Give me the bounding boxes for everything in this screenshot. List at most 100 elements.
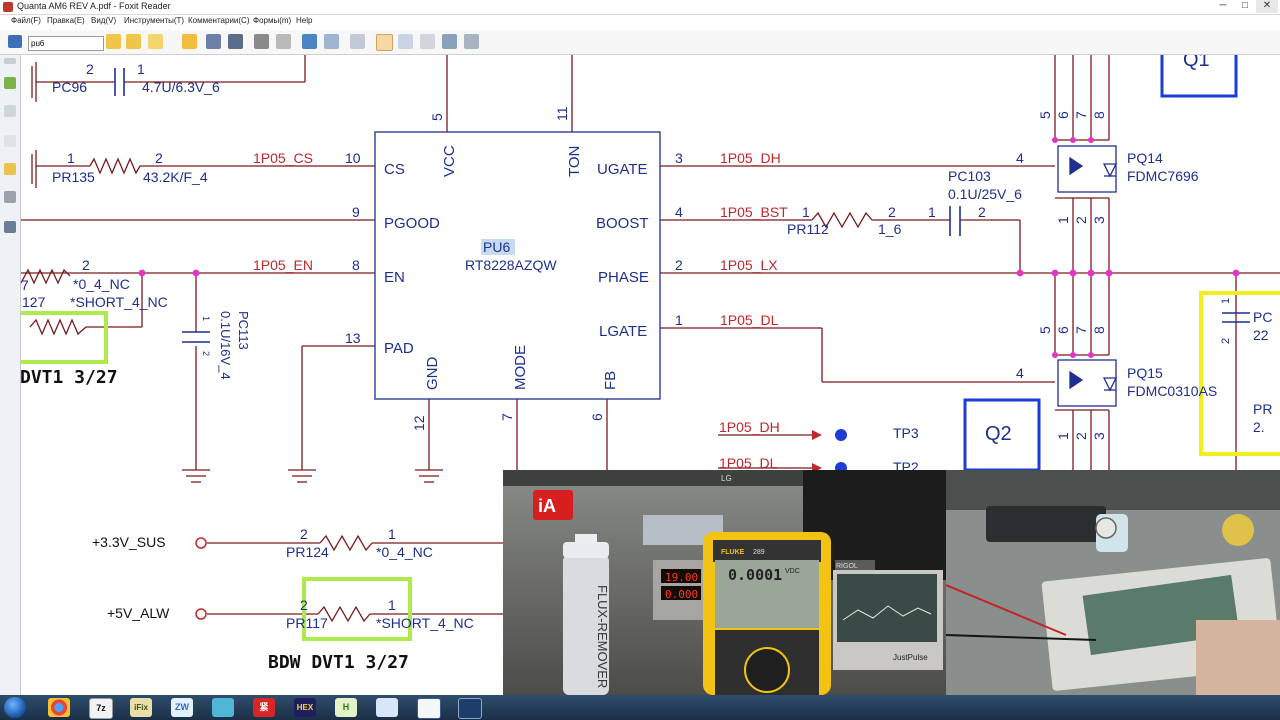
pr117-pin2: 2 [300, 597, 308, 613]
right-pin1: 1 [1220, 298, 1232, 304]
window-icon[interactable] [417, 698, 441, 719]
q2-label: Q2 [985, 423, 1012, 445]
flux-remover-label: FLUX-REMOVER [595, 585, 610, 688]
find-prev-icon[interactable] [106, 34, 121, 49]
left-res-pin7: 7 [21, 277, 29, 293]
pq15-pin6: 6 [1055, 326, 1071, 334]
china-app-icon[interactable]: 紧 [253, 698, 275, 717]
select-area-icon[interactable] [420, 34, 435, 49]
close-button[interactable]: ✕ [1256, 0, 1278, 13]
save-icon[interactable] [206, 34, 221, 49]
menu-bar: Файл(F) Правка(E) Вид(V) Инструменты(T) … [0, 15, 1280, 29]
7zip-icon[interactable]: 7z [89, 698, 113, 719]
attachments-icon[interactable] [4, 191, 16, 203]
pin-name-fb: FB [602, 371, 619, 390]
pr112-value: 1_6 [878, 221, 902, 237]
bookmarks-icon[interactable] [4, 77, 16, 89]
left-nav-panel [0, 55, 21, 695]
find-options-icon[interactable] [148, 34, 163, 49]
pq14-gate-pin: 4 [1016, 150, 1024, 166]
pin-num-ugate: 3 [675, 150, 683, 166]
menu-tools[interactable]: Инструменты(T) [124, 16, 185, 25]
menu-forms[interactable]: Формы(m) [253, 16, 292, 25]
menu-file[interactable]: Файл(F) [11, 16, 41, 25]
pin-name-phase: PHASE [598, 269, 649, 286]
collapse-arrow-icon[interactable] [4, 58, 16, 64]
pq14-pin6: 6 [1055, 111, 1071, 119]
left-res-value: *0_4_NC [73, 276, 130, 292]
pr112-ref: PR112 [787, 221, 829, 237]
select-text-icon[interactable] [398, 34, 413, 49]
left-res-ref: 127 [22, 294, 46, 310]
hd-icon[interactable]: H [335, 698, 357, 717]
pages-icon[interactable] [350, 34, 365, 49]
layers-icon[interactable] [4, 135, 16, 147]
maximize-button[interactable]: □ [1241, 0, 1249, 11]
tools-icon[interactable] [464, 34, 479, 49]
binoculars-icon[interactable] [8, 35, 22, 48]
hex-icon[interactable]: HEX [294, 698, 316, 717]
save-all-icon[interactable] [228, 34, 243, 49]
scope-tag: JustPulse [893, 653, 928, 662]
pq15-pin3: 3 [1091, 432, 1107, 440]
find-input[interactable] [28, 36, 104, 51]
pin-name-mode: MODE [512, 345, 529, 390]
right-pr-ref: PR [1253, 401, 1272, 417]
pr117-value: *SHORT_4_NC [376, 615, 474, 631]
pq15-pin1: 1 [1055, 432, 1071, 440]
menu-view[interactable]: Вид(V) [91, 16, 117, 25]
hand-tool-icon[interactable] [376, 34, 393, 51]
fullscreen-icon[interactable] [302, 34, 317, 49]
ic-part-number: RT8228AZQW [465, 257, 557, 273]
rotate-icon[interactable] [324, 34, 339, 49]
pc103-pin2: 2 [978, 204, 986, 220]
pin-name-lgate: LGATE [599, 323, 647, 340]
zw-icon[interactable]: ZW [171, 698, 193, 717]
menu-help[interactable]: Help [296, 16, 313, 25]
print-icon[interactable] [254, 34, 269, 49]
right-pc-ref: PC [1253, 309, 1272, 325]
pq15-ref: PQ15 [1127, 365, 1163, 381]
right-pc-value: 22 [1253, 327, 1269, 343]
pages-panel-icon[interactable] [4, 105, 16, 117]
comments-icon[interactable] [4, 163, 16, 175]
pc113-value: 0.1U/16V_4 [218, 311, 233, 380]
pc113-ref: PC113 [236, 311, 251, 350]
shuffle-icon[interactable] [376, 698, 398, 717]
ifix-prog-icon[interactable]: iFix [130, 698, 152, 717]
open-folder-icon[interactable] [182, 34, 197, 49]
chrome-icon[interactable] [48, 698, 70, 717]
email-icon[interactable] [276, 34, 291, 49]
psu-current: 0.000 [665, 588, 698, 601]
pq15-pin7: 7 [1073, 326, 1089, 334]
pq15-part: FDMC0310AS [1127, 383, 1217, 399]
taskbar: 7z iFix ZW 紧 HEX H [0, 695, 1280, 720]
snapshot-icon[interactable] [442, 34, 457, 49]
left-res-value2: *SHORT_4_NC [70, 294, 168, 310]
calculator-icon[interactable] [458, 698, 482, 719]
pq14-pin8: 8 [1091, 111, 1107, 119]
ia-logo: iA [538, 496, 556, 516]
menu-comments[interactable]: Комментарии(C) [188, 16, 250, 25]
net-1p05-dl: 1P05_DL [720, 312, 779, 328]
dvt-note-top: DVT1 3/27 [21, 367, 118, 388]
pq14-ref: PQ14 [1127, 150, 1163, 166]
pin-num-mode: 7 [499, 413, 515, 421]
pr124-ref: PR124 [286, 544, 329, 560]
pc96-pin2: 2 [86, 61, 94, 77]
pr112-pin1: 1 [802, 204, 810, 220]
window-title: Quanta AM6 REV A.pdf - Foxit Reader [17, 1, 171, 11]
net-1p05-bst: 1P05_BST [720, 204, 788, 220]
pin-num-pad: 13 [345, 330, 361, 346]
pin-name-vcc: VCC [441, 145, 458, 177]
pq15-pin5: 5 [1037, 326, 1053, 334]
find-next-icon[interactable] [126, 34, 141, 49]
pq14-part: FDMC7696 [1127, 168, 1199, 184]
minimize-button[interactable]: ─ [1219, 0, 1227, 11]
network-icon[interactable] [212, 698, 234, 717]
signature-icon[interactable] [4, 221, 16, 233]
pin-name-gnd: GND [424, 357, 441, 391]
menu-edit[interactable]: Правка(E) [47, 16, 85, 25]
pr124-pin1: 1 [388, 526, 396, 542]
start-button[interactable] [4, 697, 26, 718]
